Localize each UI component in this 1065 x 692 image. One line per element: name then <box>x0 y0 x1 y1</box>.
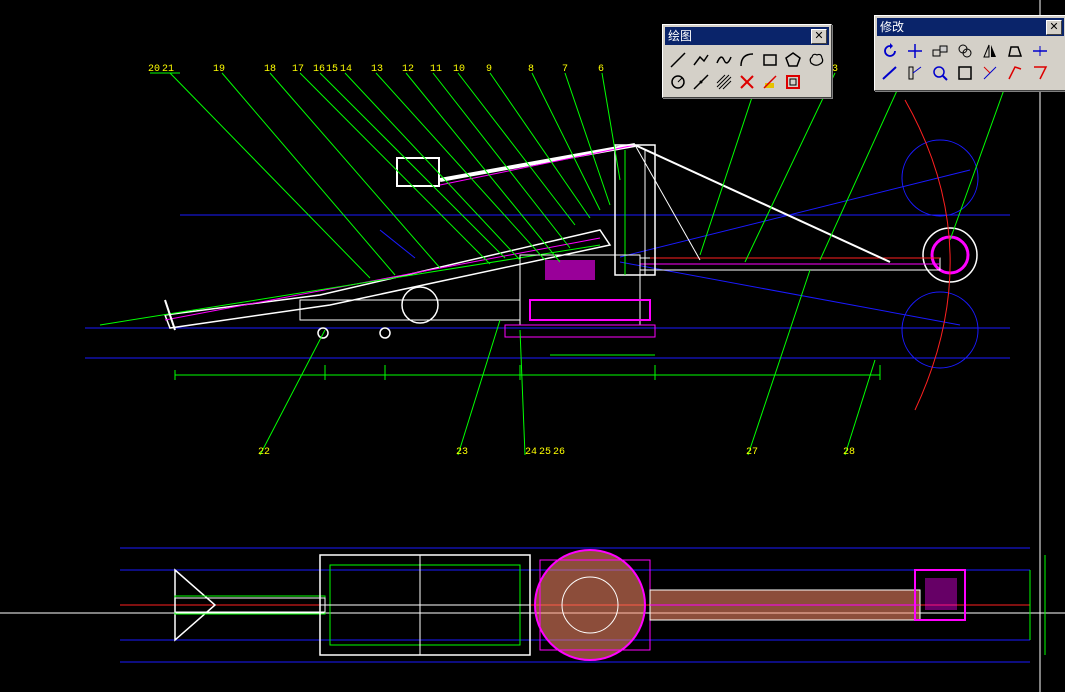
copy-icon[interactable] <box>929 40 951 61</box>
arc-icon[interactable] <box>736 49 758 70</box>
callout-labels-bottom: 22 23 24 25 26 27 28 <box>258 447 855 458</box>
spline-icon[interactable] <box>713 49 735 70</box>
callout-12: 12 <box>402 64 414 75</box>
hatch-icon[interactable] <box>713 71 735 92</box>
close-icon[interactable]: ✕ <box>1046 20 1062 35</box>
modify-toolbar: 修改 ✕ <box>874 15 1065 91</box>
trim-icon[interactable] <box>1029 40 1051 61</box>
draw-toolbar-grid <box>663 47 831 95</box>
callout-25: 25 <box>539 447 551 458</box>
close-icon[interactable]: ✕ <box>811 29 827 44</box>
callout-24: 24 <box>525 447 537 458</box>
polygon-icon[interactable] <box>782 49 804 70</box>
draw-toolbar-title-bar[interactable]: 绘图 ✕ <box>665 27 829 45</box>
modify-toolbar-title-bar[interactable]: 修改 ✕ <box>877 18 1064 36</box>
draw-toolbar: 绘图 ✕ <box>662 24 832 98</box>
callout-3: 3 <box>832 64 838 75</box>
rectangle-icon[interactable] <box>759 49 781 70</box>
callout-20: 20 <box>148 64 160 75</box>
extend-icon[interactable] <box>904 62 926 83</box>
scale-icon[interactable] <box>929 62 951 83</box>
callout-6: 6 <box>598 64 604 75</box>
callout-7: 7 <box>562 64 568 75</box>
callout-17: 17 <box>292 64 304 75</box>
mirror-icon[interactable] <box>979 40 1001 61</box>
block-icon[interactable] <box>782 71 804 92</box>
line-icon[interactable] <box>667 49 689 70</box>
modify-toolbar-grid <box>875 38 1065 86</box>
callout-10: 10 <box>453 64 465 75</box>
callout-28: 28 <box>843 447 855 458</box>
chamfer-icon[interactable] <box>1029 62 1051 83</box>
move-icon[interactable] <box>904 40 926 61</box>
polyline-icon[interactable] <box>690 49 712 70</box>
callout-27: 27 <box>746 447 758 458</box>
callout-22: 22 <box>258 447 270 458</box>
xline-icon[interactable] <box>690 71 712 92</box>
callout-13: 13 <box>371 64 383 75</box>
stretch-icon[interactable] <box>1004 40 1026 61</box>
callout-19: 19 <box>213 64 225 75</box>
offset-icon[interactable] <box>954 40 976 61</box>
callout-18: 18 <box>264 64 276 75</box>
callout-14: 14 <box>340 64 352 75</box>
callout-26: 26 <box>553 447 565 458</box>
fillet-icon[interactable] <box>1004 62 1026 83</box>
callout-11: 11 <box>430 64 442 75</box>
callout-23: 23 <box>456 447 468 458</box>
plan-view <box>120 547 1046 663</box>
array-icon[interactable] <box>954 62 976 83</box>
draw-toolbar-title: 绘图 <box>668 29 693 43</box>
callout-16: 16 <box>313 64 325 75</box>
callout-15: 15 <box>326 64 338 75</box>
callout-labels-top: 20 21 19 18 17 16 15 14 13 12 11 10 9 8 … <box>148 64 838 75</box>
callout-21: 21 <box>162 64 174 75</box>
elevation-view <box>85 99 1010 411</box>
callout-leaders <box>150 72 1011 456</box>
rotate-icon[interactable] <box>879 40 901 61</box>
break-icon[interactable] <box>879 62 901 83</box>
ray-icon[interactable] <box>759 71 781 92</box>
point-icon[interactable] <box>736 71 758 92</box>
callout-9: 9 <box>486 64 492 75</box>
callout-8: 8 <box>528 64 534 75</box>
revcloud-icon[interactable] <box>805 49 827 70</box>
circle-icon[interactable] <box>667 71 689 92</box>
modify-toolbar-title: 修改 <box>880 20 905 34</box>
explode-icon[interactable] <box>979 62 1001 83</box>
